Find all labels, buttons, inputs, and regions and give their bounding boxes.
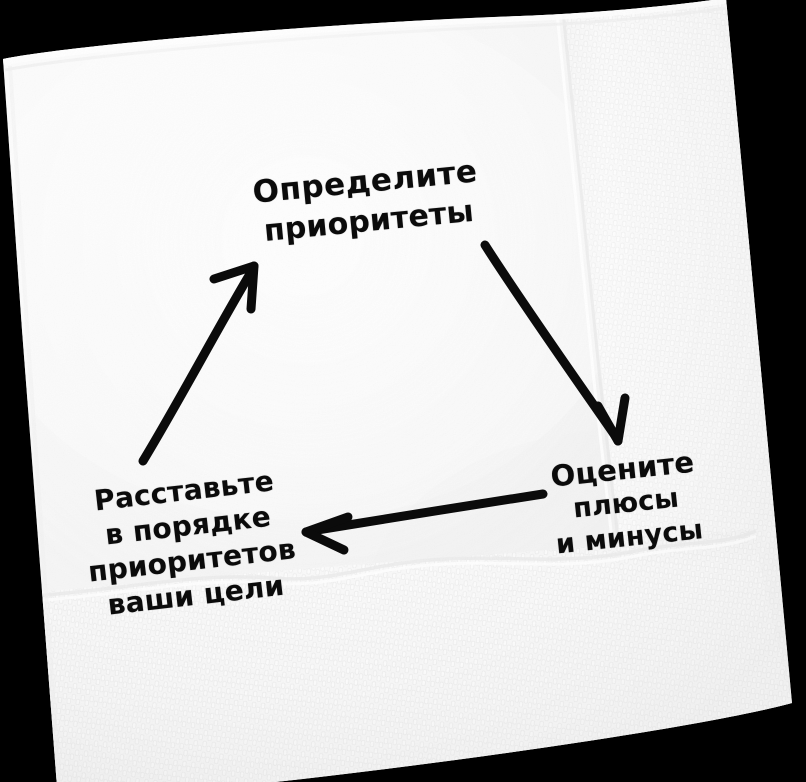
diagram-arrows [138,240,630,555]
arrow-bottom-left [301,489,548,555]
node-label-order-goals: Расставьте в порядке приоритетов ваши це… [67,461,313,626]
arrow-left-up [138,261,259,466]
node-label-pros-cons: Оцените плюсы и минусы [531,443,721,564]
arrow-right-down [480,240,630,446]
